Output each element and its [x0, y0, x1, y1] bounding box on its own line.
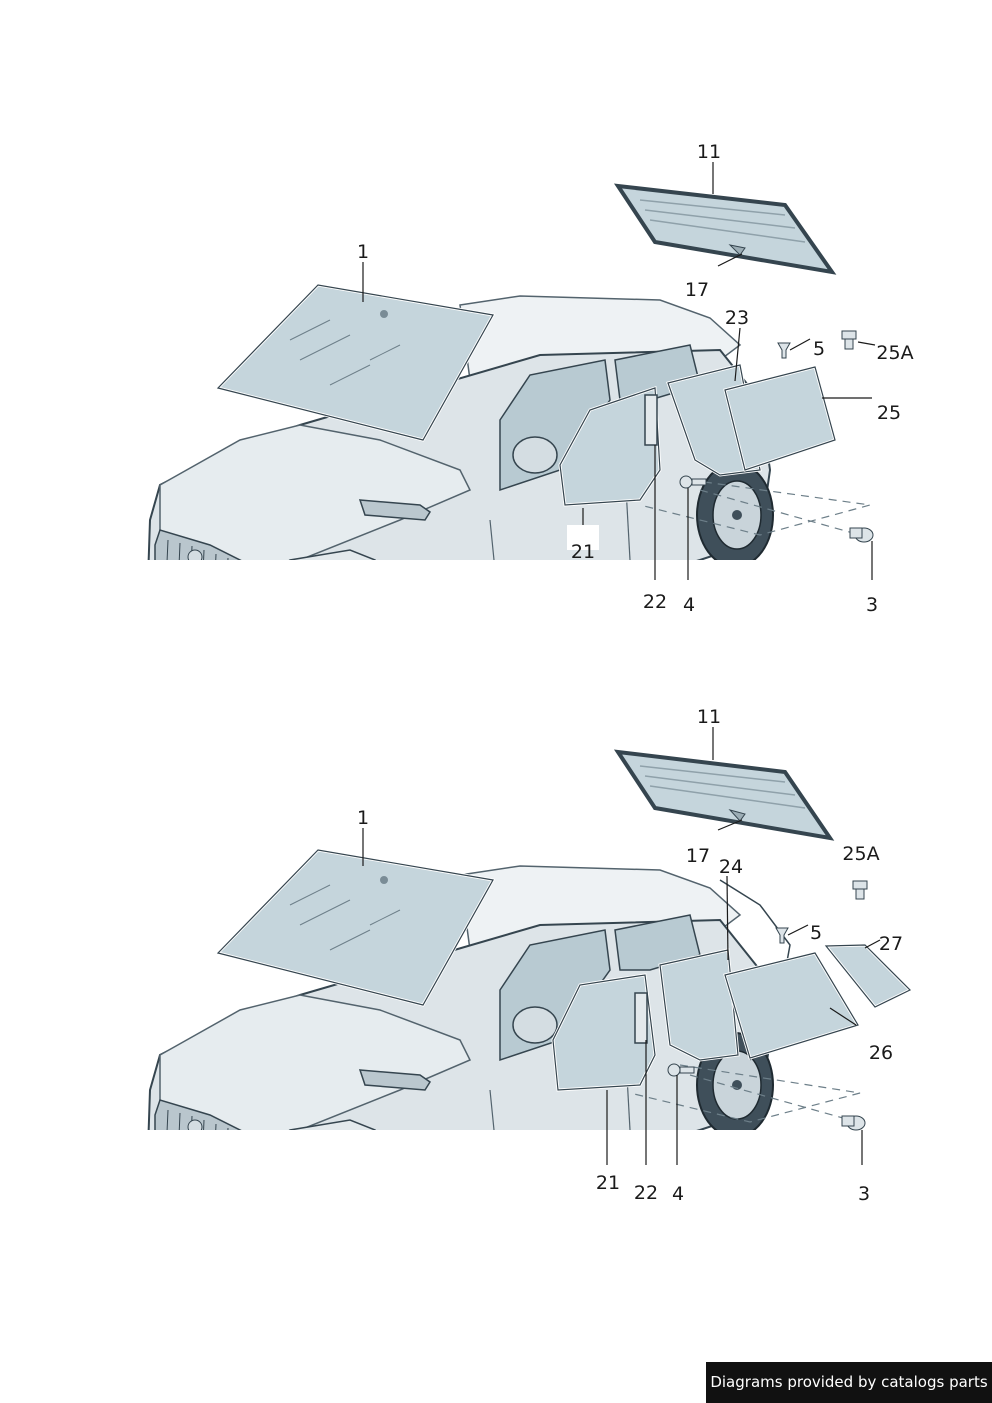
lower-callout-3: 3 [858, 1183, 870, 1205]
upper-fastener-5 [777, 342, 791, 359]
lower-rear-door-glass [658, 948, 740, 1062]
lower-callout-22: 22 [634, 1182, 658, 1204]
lower-rear-window [613, 749, 835, 841]
upper-rear-window [613, 183, 837, 275]
upper-callout-23: 23 [725, 307, 749, 329]
upper-callout-25: 25 [877, 402, 901, 424]
lower-callout-27: 27 [879, 933, 903, 955]
upper-callout-25a: 25A [876, 342, 913, 364]
credit-banner: Diagrams provided by catalogs parts [706, 1362, 992, 1403]
upper-door-seal [644, 394, 658, 446]
upper-callout-21: 21 [571, 541, 595, 563]
lower-fastener-5 [775, 927, 789, 944]
upper-callout-22: 22 [643, 591, 667, 613]
lower-callout-17: 17 [686, 845, 710, 867]
lower-callout-21: 21 [596, 1172, 620, 1194]
upper-callout-17: 17 [685, 279, 709, 301]
upper-bolt-4 [679, 475, 707, 489]
upper-callout-1: 1 [357, 241, 369, 263]
lower-callout-5: 5 [810, 922, 822, 944]
lower-callout-4: 4 [672, 1183, 684, 1205]
upper-callout-11: 11 [697, 141, 721, 163]
lower-callout-26: 26 [869, 1042, 893, 1064]
upper-callout-3: 3 [866, 594, 878, 616]
lower-clip-25a [852, 880, 868, 900]
lower-callout-1: 1 [357, 807, 369, 829]
lower-bolt-4 [667, 1063, 695, 1077]
upper-clip-25a [841, 330, 857, 350]
upper-callout-4: 4 [683, 594, 695, 616]
lower-callout-11: 11 [697, 706, 721, 728]
lower-door-seal [634, 992, 648, 1044]
lower-callout-25a: 25A [842, 843, 879, 865]
upper-callout-5: 5 [813, 338, 825, 360]
upper-plug-3 [849, 527, 874, 543]
lower-callout-24: 24 [719, 856, 743, 878]
lower-plug-3 [841, 1115, 866, 1131]
